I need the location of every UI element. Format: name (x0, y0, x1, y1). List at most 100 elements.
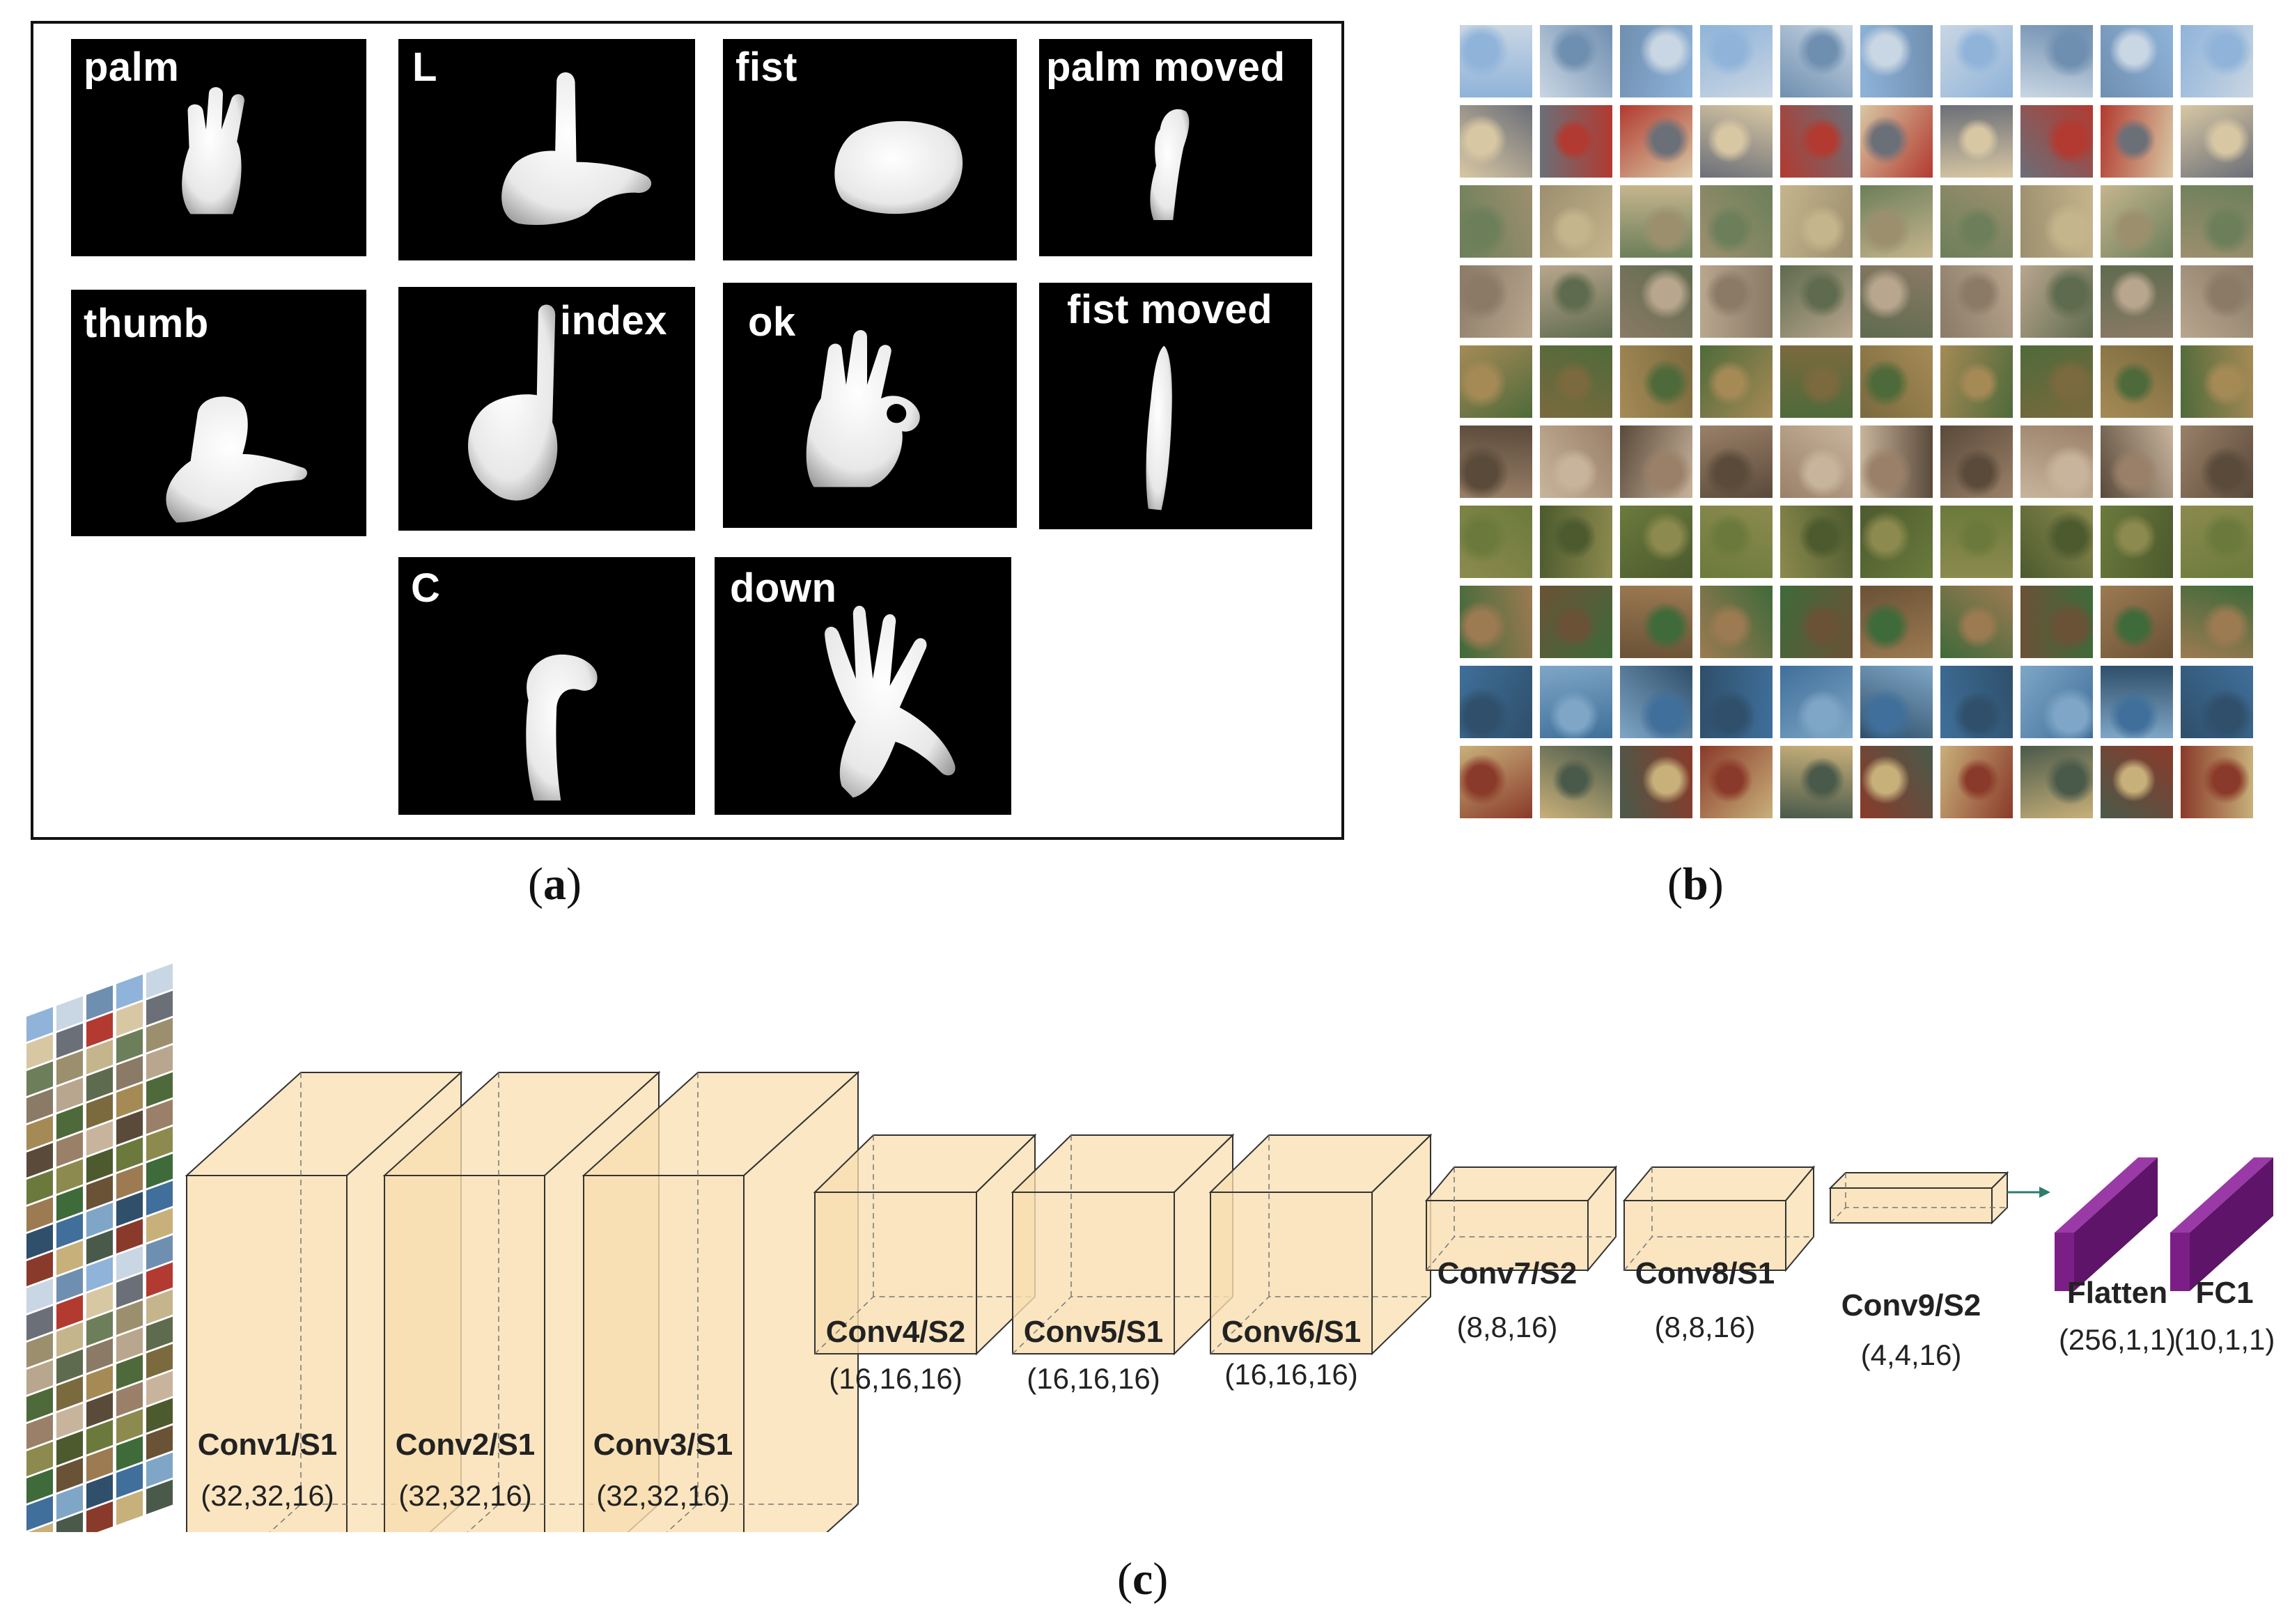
hand-silhouette-icon (501, 72, 652, 225)
input-thumbnail (86, 1039, 113, 1075)
image-thumbnail (1940, 25, 2013, 97)
input-thumbnail (56, 1104, 83, 1140)
layer-block-front (1623, 1200, 1786, 1271)
layer-shape-label: (10,1,1) (2174, 1323, 2275, 1356)
image-thumbnail (1700, 666, 1773, 738)
gesture-tile: down (715, 557, 1011, 815)
input-thumbnail (56, 1213, 83, 1249)
input-thumbnail (26, 1279, 53, 1313)
input-thumbnail (56, 1322, 83, 1357)
image-thumbnail (1540, 425, 1612, 498)
image-thumbnail (1460, 185, 1532, 258)
gesture-label: fist (735, 45, 797, 90)
image-thumbnail (2020, 586, 2093, 658)
layer-name-label: FC1 (2195, 1276, 2254, 1310)
input-thumbnail (26, 1116, 53, 1150)
image-thumbnail (1620, 586, 1692, 658)
image-thumbnail (1460, 506, 1532, 578)
image-thumbnail (1780, 105, 1853, 178)
gesture-label: thumb (84, 301, 209, 346)
hand-silhouette-icon (1150, 109, 1190, 220)
hand-silhouette-icon (166, 396, 307, 523)
image-thumbnail (1460, 265, 1532, 338)
input-thumbnail (56, 1050, 83, 1086)
gesture-label: fist moved (1067, 287, 1273, 332)
gesture-tile: palm moved (1039, 39, 1312, 256)
image-thumbnail (1540, 105, 1612, 178)
image-thumbnail (2101, 506, 2173, 578)
input-thumbnail (26, 1143, 53, 1178)
input-thumbnail (26, 1360, 53, 1395)
input-thumbnail (26, 1414, 53, 1449)
fc-bar-side (2074, 1157, 2158, 1291)
gesture-label: palm (84, 45, 180, 90)
hand-silhouette-icon (1146, 345, 1172, 510)
fc-bar-side (2190, 1157, 2273, 1291)
gesture-tile: fist (723, 39, 1017, 260)
input-thumbnail (26, 1170, 53, 1205)
image-thumbnail (1460, 666, 1532, 738)
input-thumbnail (86, 1093, 113, 1129)
image-thumbnail (1620, 666, 1692, 738)
layer-name-label: Conv1/S1 (197, 1428, 338, 1462)
input-thumbnail (26, 1197, 53, 1232)
image-thumbnail (1620, 185, 1692, 258)
input-thumbnail (56, 1376, 83, 1412)
layer-shape-label: (256,1,1) (2058, 1323, 2176, 1356)
input-thumbnail (86, 1175, 113, 1210)
image-thumbnail (2101, 586, 2173, 658)
image-thumbnail (2101, 425, 2173, 498)
input-thumbnail (146, 1208, 173, 1243)
input-thumbnail (56, 1159, 83, 1194)
image-thumbnail (2101, 666, 2173, 738)
input-thumbnail (146, 1316, 173, 1352)
image-thumbnail (1700, 265, 1773, 338)
gesture-tile: fist moved (1039, 283, 1312, 529)
gesture-label: L (412, 45, 437, 90)
image-thumbnail (1460, 25, 1532, 97)
input-thumbnail (146, 963, 173, 999)
image-thumbnail (2181, 185, 2253, 258)
input-thumbnail (146, 1343, 173, 1379)
layer-shape-label: (32,32,16) (398, 1479, 532, 1512)
gesture-tile: ok (723, 283, 1017, 528)
input-thumbnail (86, 1392, 113, 1428)
image-thumbnail (1700, 185, 1773, 258)
image-thumbnail (2101, 185, 2173, 258)
input-thumbnail (86, 1012, 113, 1047)
input-thumbnail (26, 1496, 53, 1531)
image-thumbnail (1860, 25, 1933, 97)
input-thumbnail (56, 1485, 83, 1520)
fc-bar-top (2170, 1157, 2273, 1233)
image-thumbnail (1540, 265, 1612, 338)
layer-block-top (1622, 1166, 1816, 1201)
hand-silhouette-icon (806, 329, 920, 487)
image-thumbnail (1620, 265, 1692, 338)
input-image-stack (26, 963, 173, 1532)
input-thumbnail (56, 1132, 83, 1167)
input-thumbnail (26, 1034, 53, 1069)
image-thumbnail (1940, 746, 2013, 818)
layer-block-top (1828, 1172, 2009, 1189)
image-thumbnail (2101, 746, 2173, 818)
input-thumbnail (86, 1283, 113, 1319)
input-thumbnail (86, 1229, 113, 1265)
gesture-label: ok (748, 299, 796, 345)
input-thumbnail (116, 1056, 143, 1091)
layer-shape-label: (8,8,16) (1456, 1311, 1558, 1343)
input-thumbnail (86, 985, 113, 1020)
image-thumbnail (1860, 666, 1933, 738)
image-thumbnail (1460, 345, 1532, 418)
input-thumbnail (86, 1066, 113, 1102)
image-thumbnail (1940, 185, 2013, 258)
input-thumbnail (116, 1300, 143, 1336)
hand-silhouette-icon (825, 605, 956, 798)
input-thumbnail (116, 1273, 143, 1309)
input-thumbnail (26, 1251, 53, 1286)
input-thumbnail (86, 1419, 113, 1455)
image-thumbnail (1940, 506, 2013, 578)
image-thumbnail (2181, 506, 2253, 578)
image-thumbnail (2020, 345, 2093, 418)
image-thumbnail (1620, 506, 1692, 578)
layer-name-label: Conv3/S1 (593, 1428, 733, 1462)
